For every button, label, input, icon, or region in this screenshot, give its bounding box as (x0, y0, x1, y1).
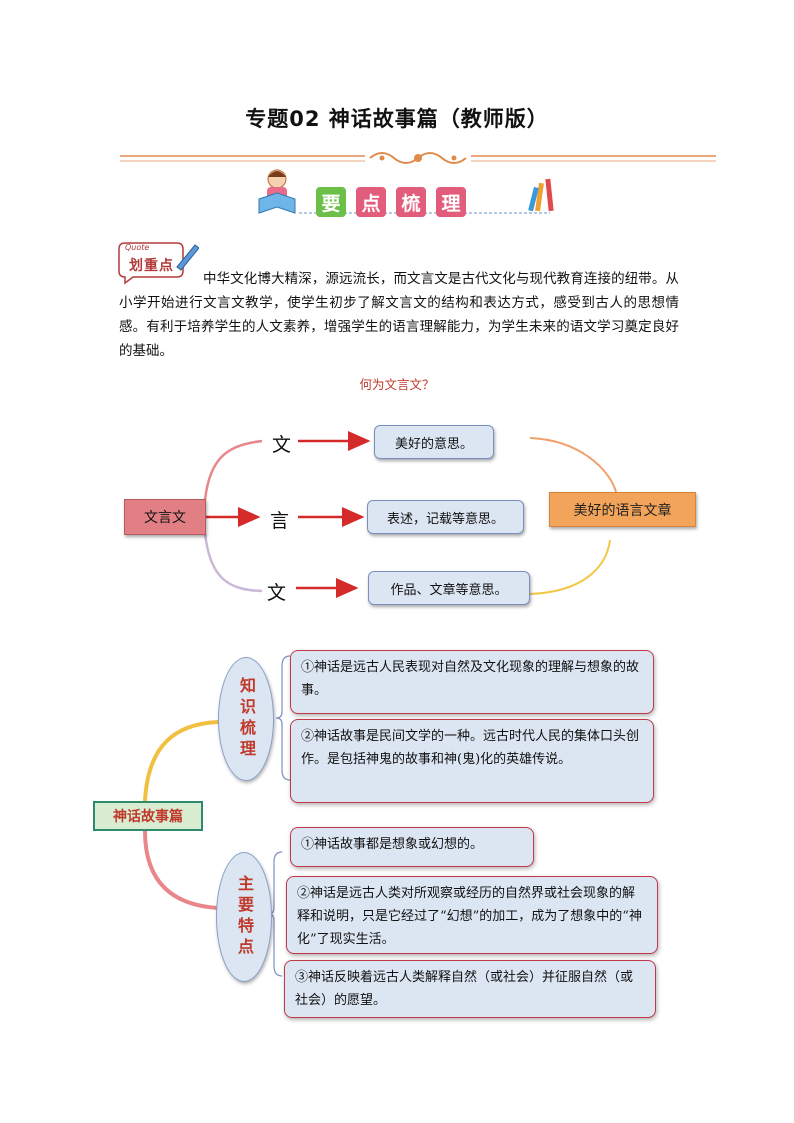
banner-char-4: 理 (436, 187, 466, 217)
branch-char-3: 文 (267, 582, 287, 604)
banner-char-2: 点 (356, 187, 386, 217)
feature-card-1: ①神话故事都是想象或幻想的。 (290, 827, 534, 867)
key-point-tag: Quote 划重点 (117, 241, 199, 285)
root-box-myth: 神话故事篇 (93, 801, 203, 831)
feature-card-3: ③神话反映着远古人类解释自然（或社会）并征服自然（或社会）的愿望。 (284, 960, 656, 1018)
reading-girl-icon (258, 169, 296, 214)
knowledge-card-2: ②神话故事是民间文学的一种。远古时代人民的集体口头创作。是包括神鬼的故事和神(鬼… (290, 719, 654, 803)
branch-char-2: 言 (270, 510, 290, 532)
feature-card-2: ②神话是远古人类对所观察或经历的自然界或社会现象的解释和说明，只是它经过了“幻想… (286, 876, 658, 954)
group-label-features: 主要特点 (216, 852, 272, 982)
ornament-divider (120, 152, 716, 164)
intro-paragraph: 中华文化博大精深，源远流长，而文言文是古代文化与现代教育连接的纽带。从小学开始进… (119, 271, 679, 359)
banner-char-1: 要 (316, 187, 346, 217)
group-label-knowledge: 知识梳理 (218, 657, 274, 781)
branch-char-1: 文 (272, 434, 292, 456)
meaning-box-1: 美好的意思。 (374, 425, 494, 459)
marker-icon (176, 244, 199, 271)
banner-char-3: 梳 (396, 187, 426, 217)
key-points-banner (258, 169, 554, 214)
root-box-wenyanwen: 文言文 (124, 499, 206, 535)
meaning-box-3: 作品、文章等意思。 (368, 571, 530, 605)
page-title: 专题02 神话故事篇（教师版） (245, 107, 549, 131)
knowledge-card-1: ①神话是远古人民表现对自然及文化现象的理解与想象的故事。 (290, 650, 654, 714)
section-question: 何为文言文？ (359, 377, 435, 392)
meaning-box-2: 表述，记载等意思。 (367, 500, 524, 534)
pencils-icon (528, 178, 554, 212)
result-box: 美好的语言文章 (549, 492, 696, 527)
